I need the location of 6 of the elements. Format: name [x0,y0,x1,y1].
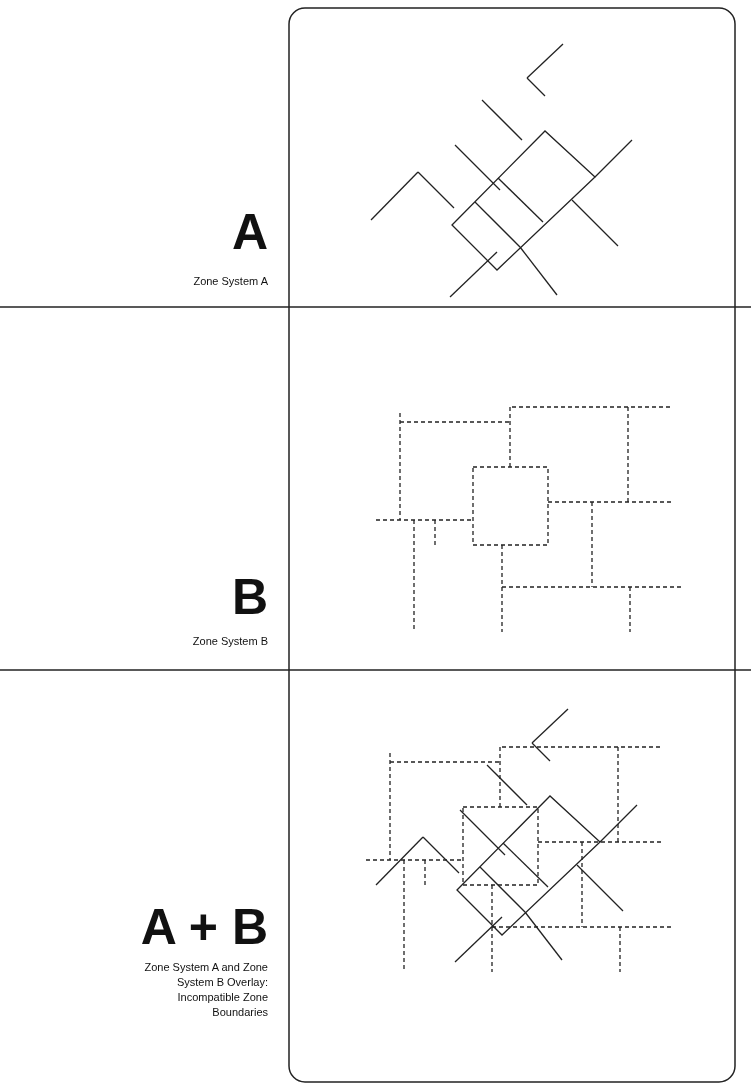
section-letter: A + B [139,900,268,954]
section-letter: B [230,570,268,624]
section-letter: A [230,205,268,259]
section-caption: Zone System B [191,634,268,649]
section-caption: Zone System A and Zone System B Overlay: Incompatible Zone Boundaries [143,960,268,1020]
section-caption: Zone System A [192,274,268,289]
